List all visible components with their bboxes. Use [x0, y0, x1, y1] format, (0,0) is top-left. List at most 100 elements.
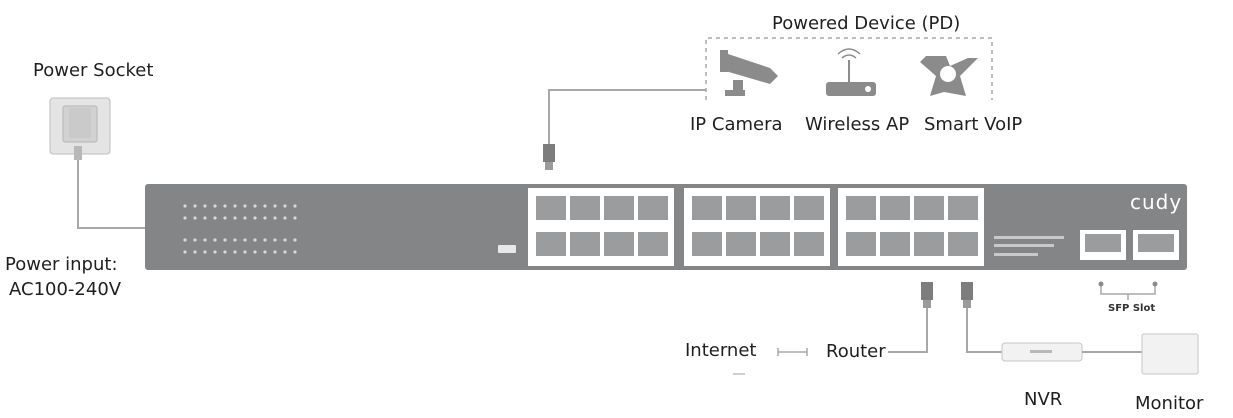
status-led: [213, 250, 217, 254]
status-led: [273, 250, 277, 254]
status-led: [263, 216, 267, 220]
nvr-label: NVR: [1024, 389, 1063, 410]
monitor-icon: [1141, 333, 1199, 375]
status-led: [183, 250, 187, 254]
ethernet-port: [880, 232, 910, 256]
wireless-ap-icon: [826, 48, 876, 96]
status-led: [203, 204, 207, 208]
status-led: [263, 250, 267, 254]
status-led: [283, 216, 287, 220]
status-led: [273, 238, 277, 242]
ethernet-port: [604, 232, 634, 256]
ethernet-port: [536, 232, 566, 256]
ethernet-port: [760, 196, 790, 220]
rj45-plug-icon: [543, 144, 555, 170]
status-led: [193, 250, 197, 254]
router-label: Router: [826, 341, 886, 362]
ip-camera-label: IP Camera: [690, 114, 783, 135]
status-led: [243, 250, 247, 254]
power-cable: [77, 160, 145, 229]
led-indicators: [183, 204, 297, 254]
power-socket-label: Power Socket: [33, 60, 154, 81]
status-led: [243, 204, 247, 208]
status-led: [213, 238, 217, 242]
status-led: [213, 216, 217, 220]
ip-camera-icon: [720, 50, 778, 96]
status-led: [203, 216, 207, 220]
status-led: [253, 238, 257, 242]
internet-label: Internet: [685, 340, 757, 361]
brand-logo: cudy: [1130, 190, 1183, 214]
camera-cable: [548, 89, 706, 148]
ethernet-port: [692, 196, 722, 220]
ethernet-port: [726, 232, 756, 256]
status-led: [183, 204, 187, 208]
status-led: [253, 216, 257, 220]
network-switch: [145, 184, 1187, 270]
status-led: [263, 238, 267, 242]
ethernet-port: [570, 196, 600, 220]
rj45-plug-icon: [961, 282, 973, 308]
status-led: [253, 250, 257, 254]
status-led: [223, 250, 227, 254]
status-led: [243, 216, 247, 220]
internet-router-link: [777, 348, 808, 356]
status-led: [273, 216, 277, 220]
ethernet-port: [604, 196, 634, 220]
wireless-ap-label: Wireless AP: [805, 114, 910, 135]
status-led: [293, 204, 297, 208]
nvr-cable: [966, 308, 1002, 353]
sfp-bracket: [1100, 284, 1156, 300]
ethernet-port: [948, 232, 978, 256]
pd-bracket: [705, 37, 993, 100]
status-led: [193, 238, 197, 242]
ethernet-port: [794, 196, 824, 220]
sfp-slot-label: SFP Slot: [1108, 303, 1156, 314]
smart-voip-label: Smart VoIP: [924, 114, 1023, 135]
ethernet-port: [760, 232, 790, 256]
status-led: [263, 204, 267, 208]
status-led: [283, 250, 287, 254]
status-led: [283, 204, 287, 208]
status-led: [253, 204, 257, 208]
status-led: [283, 238, 287, 242]
ethernet-port: [914, 196, 944, 220]
status-led: [233, 204, 237, 208]
status-led: [223, 238, 227, 242]
status-led: [273, 204, 277, 208]
status-led: [193, 216, 197, 220]
ethernet-port: [914, 232, 944, 256]
status-led: [233, 250, 237, 254]
status-led: [183, 216, 187, 220]
status-led: [293, 250, 297, 254]
status-led: [193, 204, 197, 208]
status-led: [203, 250, 207, 254]
status-led: [223, 216, 227, 220]
ethernet-port: [846, 232, 876, 256]
status-led: [243, 238, 247, 242]
powered-device-label: Powered Device (PD): [772, 13, 961, 34]
power-input-label: Power input:: [5, 254, 118, 275]
monitor-label: Monitor: [1135, 393, 1204, 414]
status-led: [223, 204, 227, 208]
ethernet-port: [638, 196, 668, 220]
status-led: [183, 238, 187, 242]
ethernet-port: [794, 232, 824, 256]
power-input-voltage: AC100-240V: [9, 279, 122, 300]
status-led: [233, 238, 237, 242]
ethernet-port: [638, 232, 668, 256]
ethernet-port: [536, 196, 566, 220]
status-led: [233, 216, 237, 220]
status-led: [213, 204, 217, 208]
rj45-plug-icon: [921, 282, 933, 308]
status-led: [293, 238, 297, 242]
ethernet-port: [948, 196, 978, 220]
nvr-icon: [1001, 342, 1083, 362]
status-led: [293, 216, 297, 220]
status-led: [203, 238, 207, 242]
ethernet-port: [726, 196, 756, 220]
ethernet-port: [692, 232, 722, 256]
router-cable: [888, 308, 928, 353]
ethernet-port: [846, 196, 876, 220]
